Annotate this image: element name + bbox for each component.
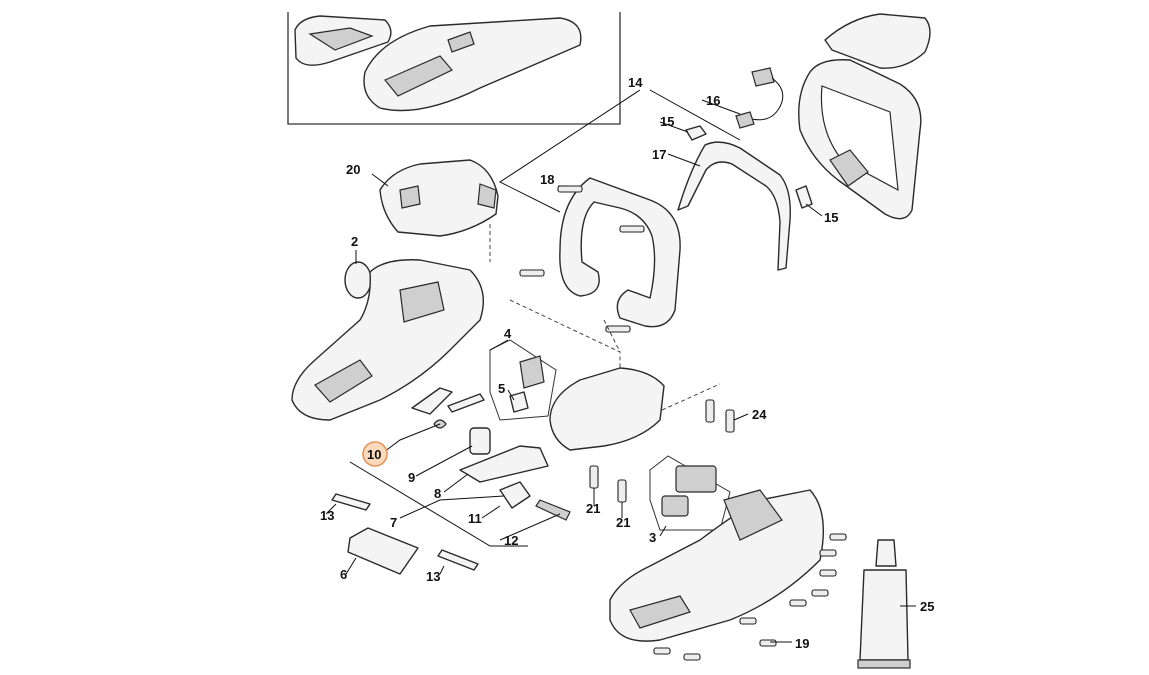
spring-coil-part-9 xyxy=(469,427,491,455)
callout-11[interactable]: 11 xyxy=(468,511,482,526)
callout-24[interactable]: 24 xyxy=(752,407,767,422)
inset-detail-box xyxy=(287,12,621,125)
callout-labels: 14 16 15 17 18 15 20 2 4 5 24 10 9 8 7 1… xyxy=(320,75,934,651)
wire-harness-part xyxy=(735,67,784,129)
callout-7[interactable]: 7 xyxy=(390,515,397,530)
loop-handle-part xyxy=(519,177,681,333)
handle-frame-part xyxy=(798,13,931,220)
gasket-part-2 xyxy=(344,261,372,299)
callout-20[interactable]: 20 xyxy=(346,162,360,177)
callout-12[interactable]: 12 xyxy=(504,533,518,548)
callout-5[interactable]: 5 xyxy=(498,381,505,396)
callout-3[interactable]: 3 xyxy=(649,530,656,545)
callout-17[interactable]: 17 xyxy=(652,147,666,162)
callout-10[interactable]: 10 xyxy=(367,447,381,462)
screw-24a xyxy=(705,399,715,423)
callout-21-right[interactable]: 21 xyxy=(616,515,630,530)
right-housing-part xyxy=(609,489,825,642)
screw-21a xyxy=(589,465,599,489)
clip-part-15a xyxy=(685,125,707,141)
callout-15-top[interactable]: 15 xyxy=(660,114,674,129)
callout-19[interactable]: 19 xyxy=(795,636,809,651)
lever-part-11 xyxy=(499,481,531,509)
lever-part xyxy=(447,393,485,413)
highlight-circle-10[interactable] xyxy=(362,441,388,467)
callout-25[interactable]: 25 xyxy=(920,599,934,614)
dashed-reference-lines xyxy=(489,224,721,411)
filter-part-3 xyxy=(649,455,731,531)
cover-part-20 xyxy=(379,159,499,237)
callout-6[interactable]: 6 xyxy=(340,567,347,582)
callout-13-left[interactable]: 13 xyxy=(320,508,334,523)
strip-part-13a xyxy=(331,493,371,511)
callout-21-left[interactable]: 21 xyxy=(586,501,600,516)
screws-19 xyxy=(653,533,847,661)
clip-part-15b xyxy=(795,185,813,209)
callout-15-right[interactable]: 15 xyxy=(824,210,838,225)
leader-lines xyxy=(325,89,916,643)
callout-16[interactable]: 16 xyxy=(706,93,720,108)
throttle-rod-part-8 xyxy=(459,445,549,483)
callout-8[interactable]: 8 xyxy=(434,486,441,501)
screw-24b xyxy=(725,409,735,433)
callout-2[interactable]: 2 xyxy=(351,234,358,249)
callout-18[interactable]: 18 xyxy=(540,172,554,187)
switch-part-4 xyxy=(489,339,557,421)
left-housing-part xyxy=(291,259,484,421)
strap-part-17 xyxy=(677,141,791,271)
callout-4[interactable]: 4 xyxy=(504,326,512,341)
trigger-part xyxy=(411,387,453,415)
cable-part-12 xyxy=(535,499,571,521)
engine-housing-part xyxy=(549,367,665,451)
callout-14[interactable]: 14 xyxy=(628,75,643,90)
screw-21b xyxy=(617,479,627,503)
strip-part-13b xyxy=(437,549,479,571)
callout-13-bottom[interactable]: 13 xyxy=(426,569,440,584)
grease-tube-part-25 xyxy=(857,539,911,669)
cover-plate-part-6 xyxy=(347,527,419,575)
callout-9[interactable]: 9 xyxy=(408,470,415,485)
